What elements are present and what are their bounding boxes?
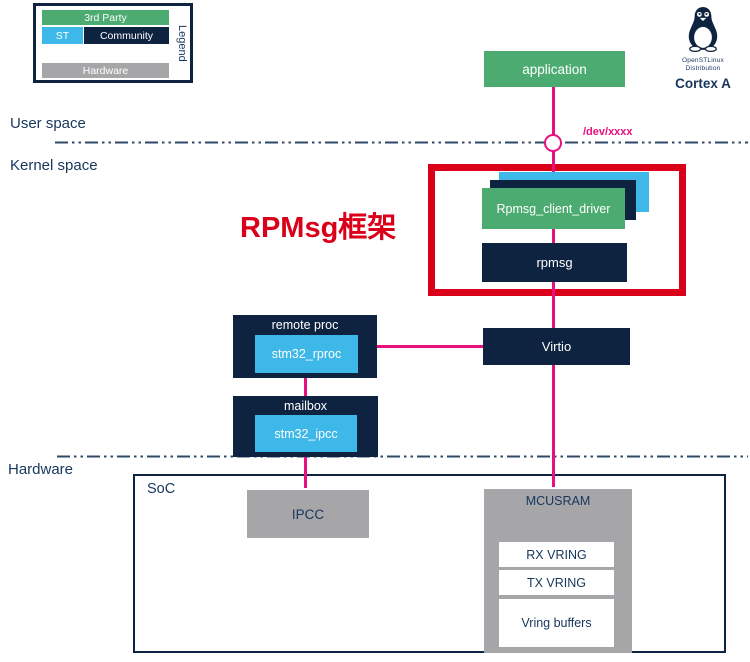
rpmsg-label: rpmsg bbox=[536, 255, 573, 270]
user-space-label: User space bbox=[10, 115, 86, 132]
mailbox-node: mailbox stm32_ipcc bbox=[233, 396, 378, 457]
mcusram-label: MCUSRAM bbox=[525, 494, 591, 508]
legend-st-label: ST bbox=[55, 29, 70, 42]
vring-buffers-node: Vring buffers bbox=[499, 599, 614, 647]
mcusram-node: MCUSRAM RX VRING TX VRING Vring buffers bbox=[484, 489, 632, 653]
legend-hardware-label: Hardware bbox=[82, 64, 129, 77]
virtio-label: Virtio bbox=[541, 339, 572, 354]
cortex-a-label: Cortex A bbox=[675, 76, 731, 91]
vring-buffers-label: Vring buffers bbox=[521, 616, 592, 630]
connector-devnode-to-mcusram bbox=[552, 151, 555, 487]
distro-subtitle: Distribution bbox=[685, 65, 721, 72]
legend-community-swatch: Community bbox=[84, 27, 169, 44]
branding-block: OpenSTLinux Distribution Cortex A bbox=[657, 6, 749, 91]
connector-remoteproc-to-virtio bbox=[377, 345, 483, 348]
rx-vring-label: RX VRING bbox=[526, 547, 587, 562]
remote-proc-label: remote proc bbox=[271, 318, 339, 332]
virtio-node: Virtio bbox=[483, 328, 630, 365]
remote-proc-node: remote proc stm32_rproc bbox=[233, 315, 377, 378]
tx-vring-label: TX VRING bbox=[526, 575, 587, 590]
legend-title: Legend bbox=[176, 24, 188, 62]
mailbox-label: mailbox bbox=[283, 399, 328, 413]
stm32-rproc-label: stm32_rproc bbox=[271, 347, 342, 361]
application-label: application bbox=[522, 61, 587, 77]
tx-vring-node: TX VRING bbox=[499, 570, 614, 595]
rpmsg-framework-highlight-frame bbox=[428, 164, 686, 296]
legend-community-label: Community bbox=[99, 29, 154, 42]
tux-penguin-icon bbox=[683, 7, 723, 56]
legend-hardware-swatch: Hardware bbox=[42, 63, 169, 78]
rpmsg-node: rpmsg bbox=[482, 243, 627, 282]
dev-node-label: /dev/xxxx bbox=[583, 126, 633, 138]
legend-box: 3rd Party ST Community Hardware Legend bbox=[33, 3, 193, 83]
soc-label: SoC bbox=[147, 481, 176, 497]
rpmsg-client-driver-node: Rpmsg_client_driver bbox=[482, 188, 625, 229]
ipcc-node: IPCC bbox=[247, 490, 369, 538]
legend-3rd-party-swatch: 3rd Party bbox=[42, 10, 169, 25]
hardware-label: Hardware bbox=[8, 461, 74, 478]
rpmsg-framework-title: RPMsg框架 bbox=[240, 212, 397, 244]
ipcc-label: IPCC bbox=[291, 506, 325, 522]
stm32-ipcc-label: stm32_ipcc bbox=[274, 426, 338, 441]
rpmsg-client-driver-label: Rpmsg_client_driver bbox=[496, 201, 611, 216]
application-node: application bbox=[484, 51, 625, 87]
legend-st-swatch: ST bbox=[42, 27, 83, 44]
connector-application-to-devnode bbox=[552, 87, 555, 135]
stm32-ipcc-node: stm32_ipcc bbox=[255, 415, 357, 452]
distro-name: OpenSTLinux bbox=[682, 57, 724, 64]
kernel-space-label: Kernel space bbox=[10, 157, 98, 174]
soc-box: SoC IPCC MCUSRAM RX VRING TX VRING Vring… bbox=[133, 474, 726, 653]
rx-vring-node: RX VRING bbox=[499, 542, 614, 567]
dev-node-circle bbox=[544, 134, 562, 152]
legend-3rd-party-label: 3rd Party bbox=[84, 11, 127, 24]
stm32-rproc-node: stm32_rproc bbox=[255, 335, 358, 373]
